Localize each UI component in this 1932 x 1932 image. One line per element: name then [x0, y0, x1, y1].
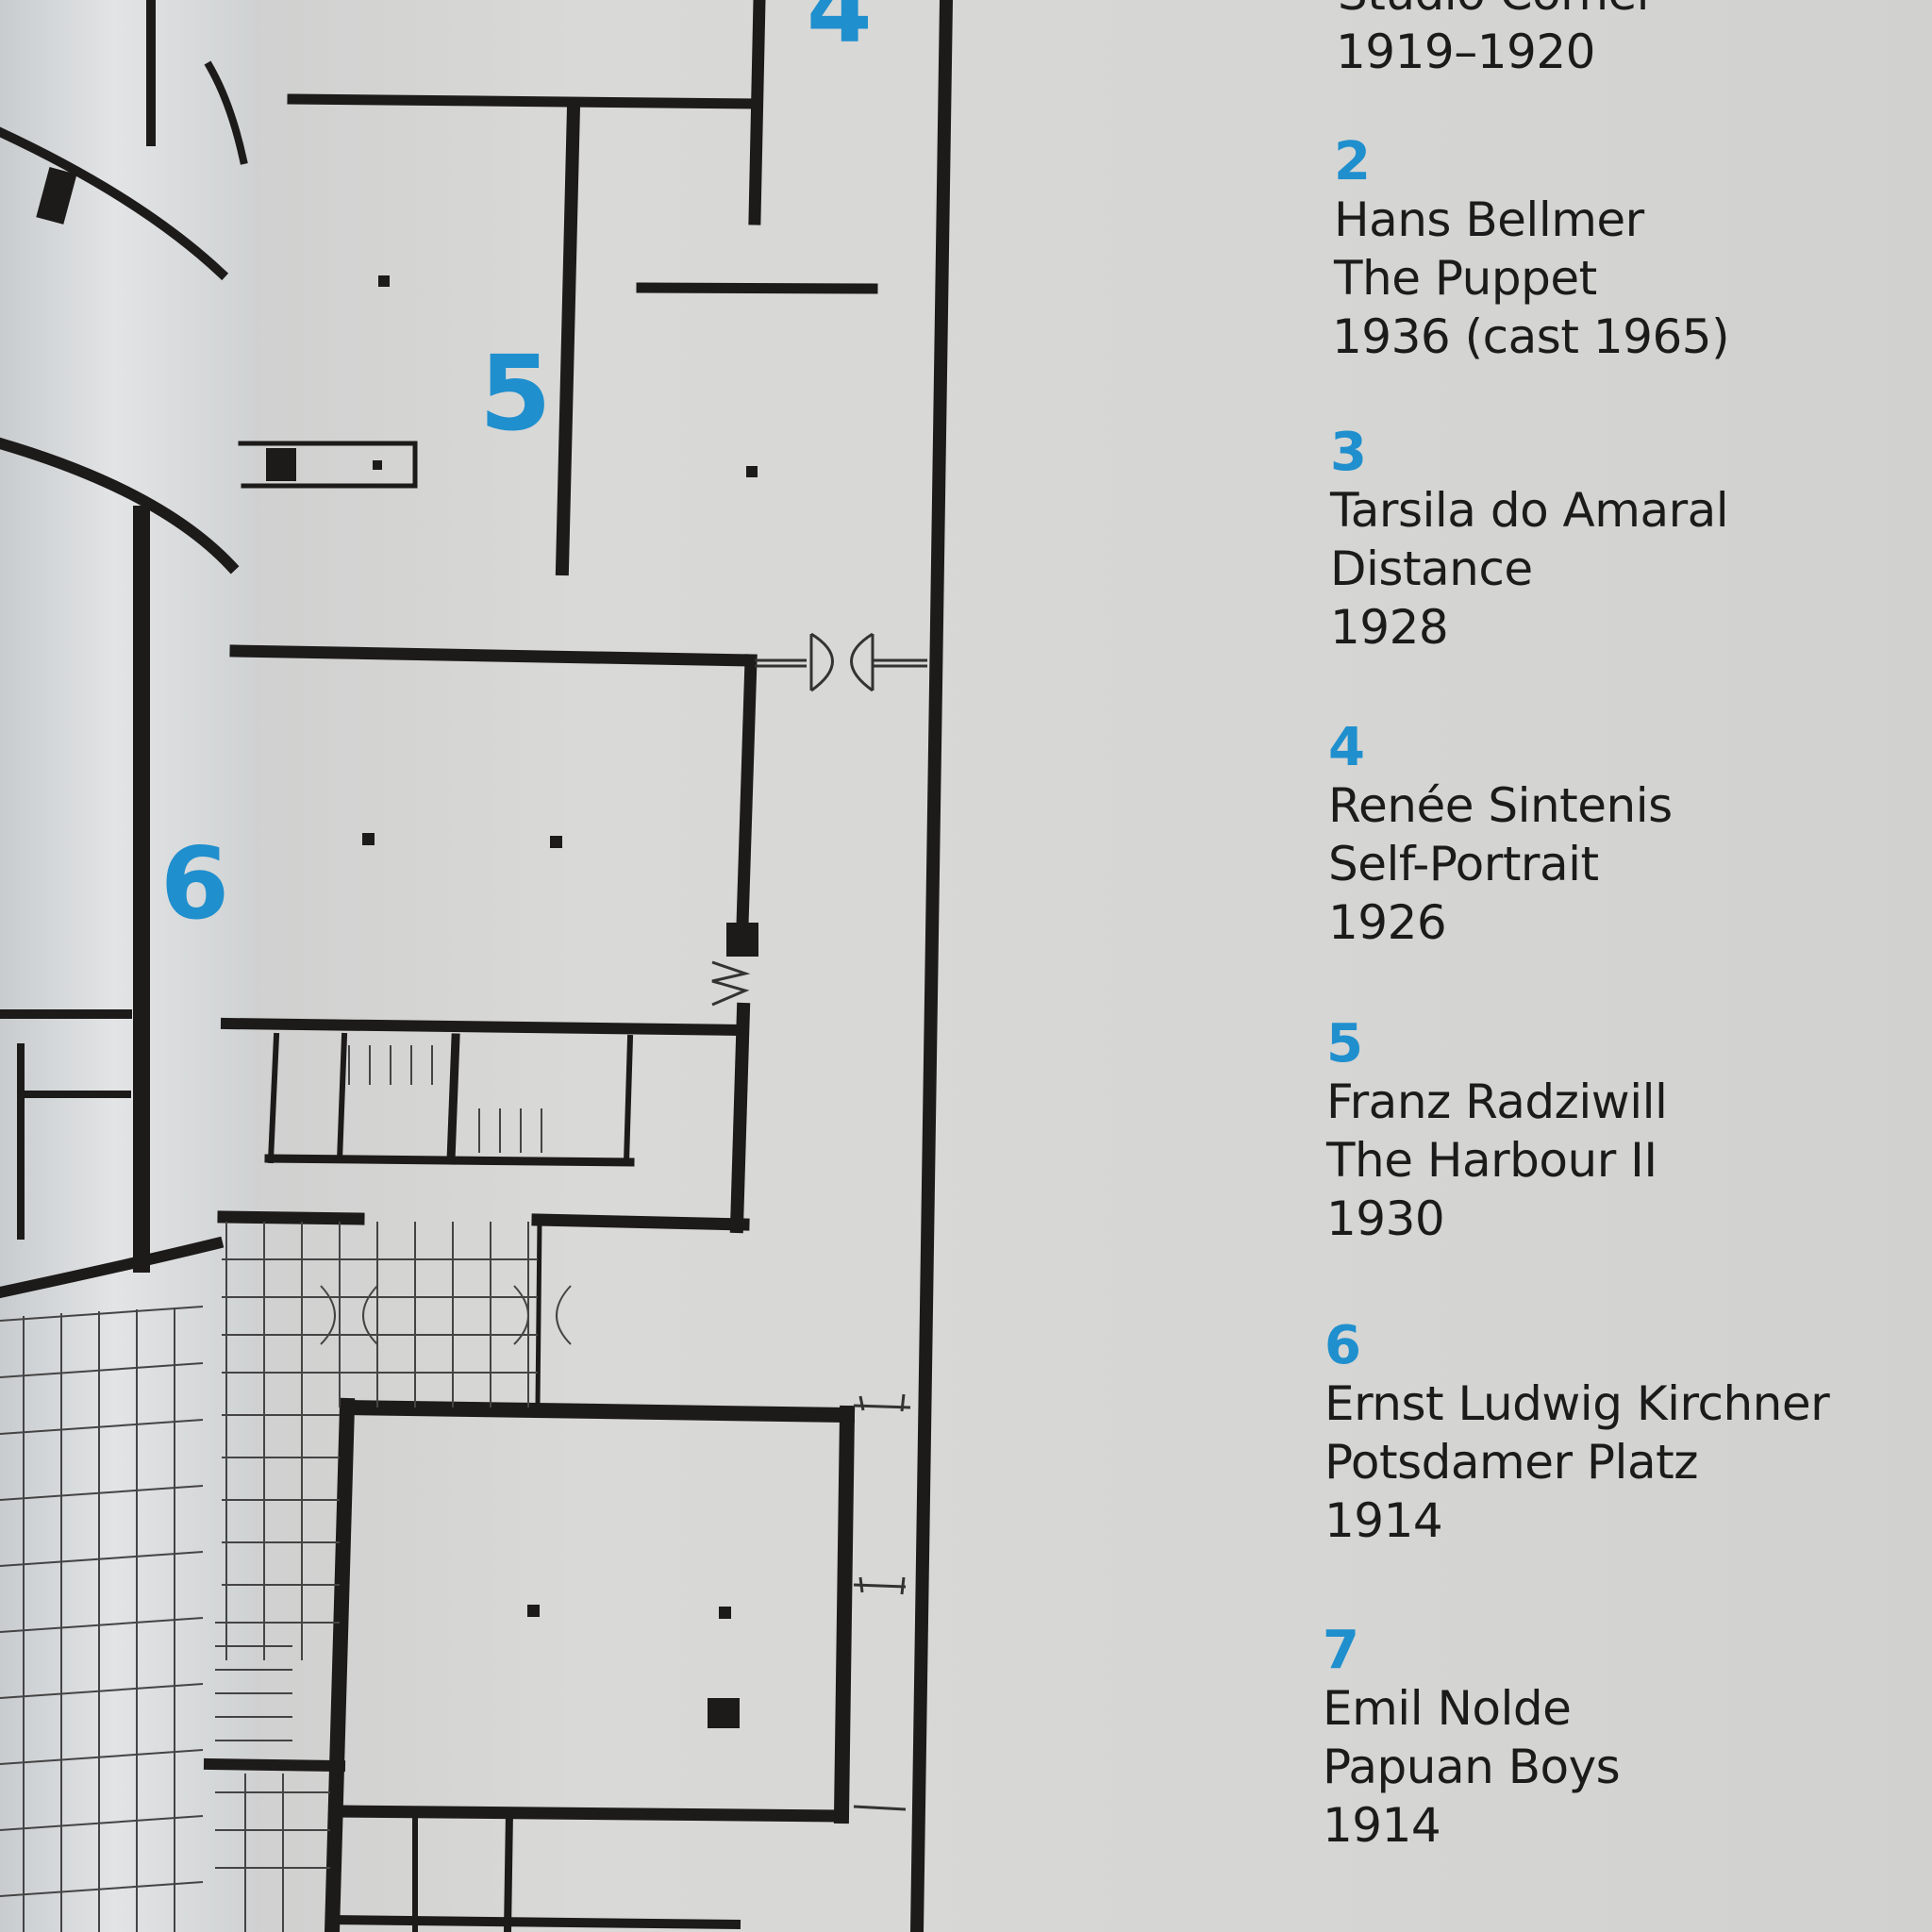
legend-entry-6-date: 1914: [1324, 1493, 1443, 1548]
legend-entry-6-number: 6: [1324, 1315, 1361, 1376]
room-label-6: 6: [160, 826, 230, 941]
room-label-5: 5: [479, 333, 552, 454]
legend-entry-6-title: Potsdamer Platz: [1324, 1435, 1698, 1490]
legend-entry-6: 6 Ernst Ludwig Kirchner Potsdamer Platz …: [1321, 1318, 1906, 1550]
legend-entry-5-title: The Harbour II: [1326, 1133, 1657, 1188]
legend-entry-7: 7 Emil Nolde Papuan Boys 1914: [1321, 1623, 1906, 1855]
legend-entry-5-date: 1930: [1326, 1191, 1445, 1246]
legend-entry-3-title: Distance: [1330, 541, 1533, 596]
legend-entry-2-artist: Hans Bellmer: [1334, 192, 1644, 247]
legend-entry-2-date: 1936 (cast 1965): [1332, 309, 1730, 364]
legend-entry-2-number: 2: [1334, 131, 1371, 192]
legend-entry-4: 4 Renée Sintenis Self-Portrait 1926: [1321, 720, 1906, 952]
room-label-4: 4: [807, 0, 873, 64]
legend-entry-7-date: 1914: [1323, 1798, 1441, 1853]
legend-entry-1-location: Studio Corner: [1338, 0, 1906, 23]
right-page: [236, 0, 1932, 1932]
legend-entry-4-artist: Renée Sintenis: [1328, 778, 1673, 833]
legend-entry-7-artist: Emil Nolde: [1323, 1681, 1572, 1736]
legend-entry-1-date: 1919–1920: [1336, 25, 1596, 79]
left-page-curl: [0, 0, 255, 1932]
legend-entry-5: 5 Franz Radziwill The Harbour II 1930: [1321, 1016, 1906, 1248]
legend-entry-2: 2 Hans Bellmer The Puppet 1936 (cast 196…: [1321, 134, 1906, 366]
legend-entry-3-artist: Tarsila do Amaral: [1330, 483, 1729, 538]
legend-entry-3: 3 Tarsila do Amaral Distance 1928: [1321, 425, 1906, 657]
legend-entry-1: Studio Corner 1919–1920: [1321, 0, 1906, 81]
legend-entry-6-artist: Ernst Ludwig Kirchner: [1324, 1376, 1830, 1431]
legend-entry-4-title: Self-Portrait: [1328, 837, 1599, 891]
artwork-legend: Studio Corner 1919–1920 2 Hans Bellmer T…: [1321, 0, 1906, 1932]
legend-entry-5-number: 5: [1326, 1013, 1363, 1074]
legend-entry-7-number: 7: [1323, 1620, 1359, 1681]
legend-entry-3-number: 3: [1330, 422, 1367, 483]
legend-entry-4-number: 4: [1328, 717, 1365, 778]
legend-entry-5-artist: Franz Radziwill: [1326, 1074, 1668, 1129]
legend-entry-2-title: The Puppet: [1334, 251, 1597, 306]
legend-entry-7-title: Papuan Boys: [1323, 1740, 1621, 1794]
legend-entry-3-date: 1928: [1330, 600, 1449, 655]
legend-entry-4-date: 1926: [1328, 895, 1447, 950]
